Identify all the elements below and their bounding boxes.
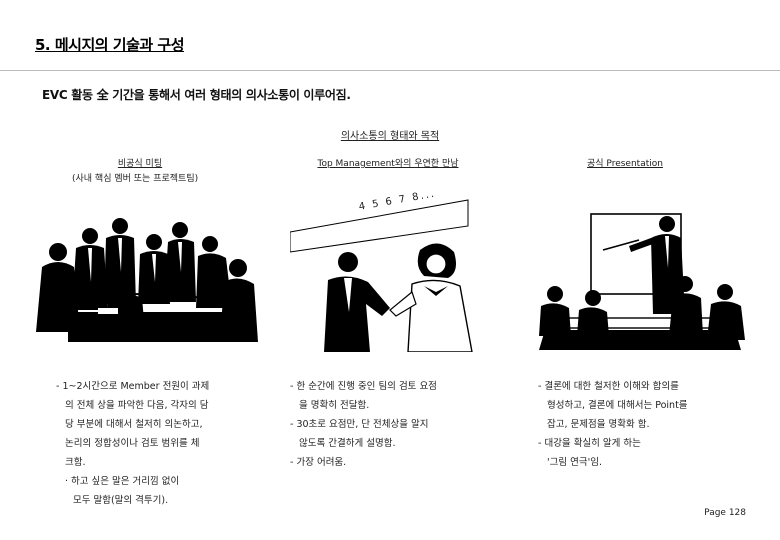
- description-line: - 1~2시간으로 Member 전원이 과제: [56, 381, 210, 392]
- description-line: 않도록 간결하게 설명함.: [299, 438, 396, 449]
- title-divider: [0, 70, 780, 71]
- description-line: 논리의 정합성이나 검토 범위를 체: [65, 438, 200, 449]
- description-line: 의 전체 상을 파악한 다음, 각자의 담: [65, 400, 209, 411]
- column-note-informal: (사내 핵심 멤버 또는 프로젝트팀): [72, 174, 199, 184]
- description-line: 형성하고, 결론에 대해서는 Point를: [547, 400, 688, 411]
- slide-title: 5. 메시지의 기술과 구성: [35, 36, 185, 54]
- description-line: - 대강을 확실히 알게 하는: [538, 438, 641, 449]
- description-line: - 결론에 대한 철저한 이해와 합의를: [538, 381, 679, 392]
- description-line: 당 부분에 대해서 철저히 의논하고,: [65, 419, 203, 430]
- top-management-description: - 한 순간에 진행 중인 팀의 검토 요점 을 명확히 전달함. - 30초로…: [290, 377, 437, 472]
- informal-meeting-illustration: [36, 218, 258, 342]
- handshake-illustration: [290, 199, 473, 352]
- column-heading-presentation: 공식 Presentation: [587, 159, 663, 169]
- informal-meeting-description: - 1~2시간으로 Member 전원이 과제 의 전체 상을 파악한 다음, …: [56, 377, 209, 510]
- description-line: - 한 순간에 진행 중인 팀의 검토 요점: [290, 381, 437, 392]
- description-line: 크함.: [65, 457, 86, 468]
- slide-subtitle: EVC 활동 全 기간을 통해서 여러 형태의 의사소통이 이루어짐.: [42, 88, 351, 102]
- description-line: 을 명확히 전달함.: [299, 400, 370, 411]
- description-line: 모두 말함(말의 격투기).: [73, 495, 169, 506]
- description-line: - 가장 어려움.: [290, 457, 347, 468]
- center-heading: 의사소통의 형태와 목적: [340, 131, 440, 142]
- description-line: '그림 연극'임.: [547, 457, 602, 468]
- column-heading-top-management: Top Management와의 우연한 만남: [317, 159, 459, 169]
- presentation-description: - 결론에 대한 철저한 이해와 합의를 형성하고, 결론에 대해서는 Poin…: [538, 377, 688, 472]
- description-line: 잡고, 문제점을 명확화 함.: [547, 419, 650, 430]
- page-number: Page 128: [704, 508, 746, 518]
- column-heading-informal: 비공식 미팅: [117, 159, 163, 169]
- description-line: - 30초로 요점만, 단 전체상을 알지: [290, 419, 429, 430]
- description-line: · 하고 싶은 말은 거리낌 없이: [65, 476, 180, 487]
- presentation-illustration: [539, 213, 745, 350]
